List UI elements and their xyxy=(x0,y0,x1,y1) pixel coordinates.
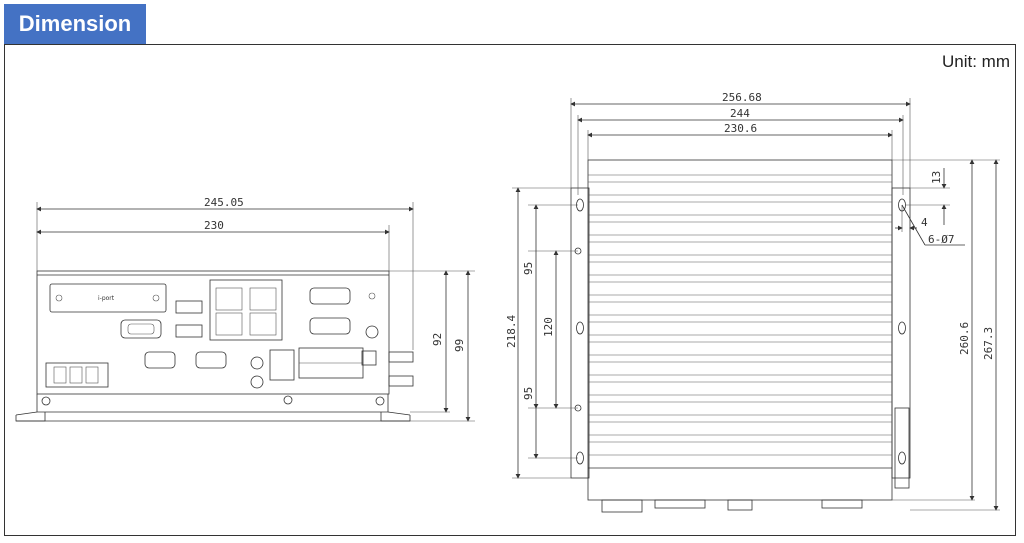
front-width-overall: 245.05 xyxy=(204,196,244,209)
top-depth-body: 260.6 xyxy=(958,322,971,355)
top-width-overall: 256.68 xyxy=(722,91,762,104)
front-height-body: 92 xyxy=(431,333,444,346)
top-tab-offset: 13 xyxy=(930,171,943,184)
panel-label: i-port xyxy=(98,295,115,302)
top-width-mid: 244 xyxy=(730,107,750,120)
section-title: Dimension xyxy=(4,4,146,44)
top-hole-span: 218.4 xyxy=(505,315,518,348)
unit-label: Unit: mm xyxy=(942,52,1010,71)
top-hole-spacing-1: 95 xyxy=(522,262,535,275)
top-width-body: 230.6 xyxy=(724,122,757,135)
top-depth-overall: 267.3 xyxy=(982,327,995,360)
top-hole-spacing-3: 95 xyxy=(522,387,535,400)
front-width-body: 230 xyxy=(204,219,224,232)
top-view: 256.68 244 230.6 218.4 95 120 95 260.6 2… xyxy=(505,91,1000,513)
drawing-frame xyxy=(4,44,1016,536)
front-height-overall: 99 xyxy=(453,339,466,352)
top-hole-callout: 6-Ø7 xyxy=(928,233,955,246)
top-tab-width: 4 xyxy=(921,216,928,229)
top-hole-spacing-2: 120 xyxy=(542,317,555,337)
front-view: i-port xyxy=(15,196,475,422)
